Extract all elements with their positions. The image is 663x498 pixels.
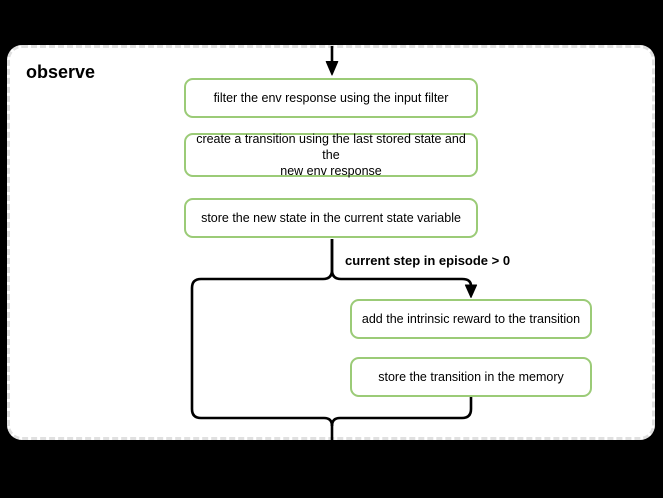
- node-filter-env-response: filter the env response using the input …: [184, 78, 478, 118]
- node-label: add the intrinsic reward to the transiti…: [361, 311, 581, 326]
- node-label: filter the env response using the input …: [213, 90, 449, 105]
- branch-condition-label: current step in episode > 0: [345, 253, 511, 268]
- node-label: store the new state in the current state…: [201, 210, 461, 225]
- node-store-transition: store the transition in the memory: [350, 357, 592, 397]
- node-add-intrinsic-reward: add the intrinsic reward to the transiti…: [350, 299, 592, 339]
- node-create-transition: create a transition using the last store…: [184, 131, 478, 179]
- node-label: create a transition using the last store…: [196, 131, 466, 179]
- node-store-new-state: store the new state in the current state…: [184, 198, 478, 238]
- panel-title: observe: [26, 62, 96, 82]
- node-label: store the transition in the memory: [378, 369, 564, 384]
